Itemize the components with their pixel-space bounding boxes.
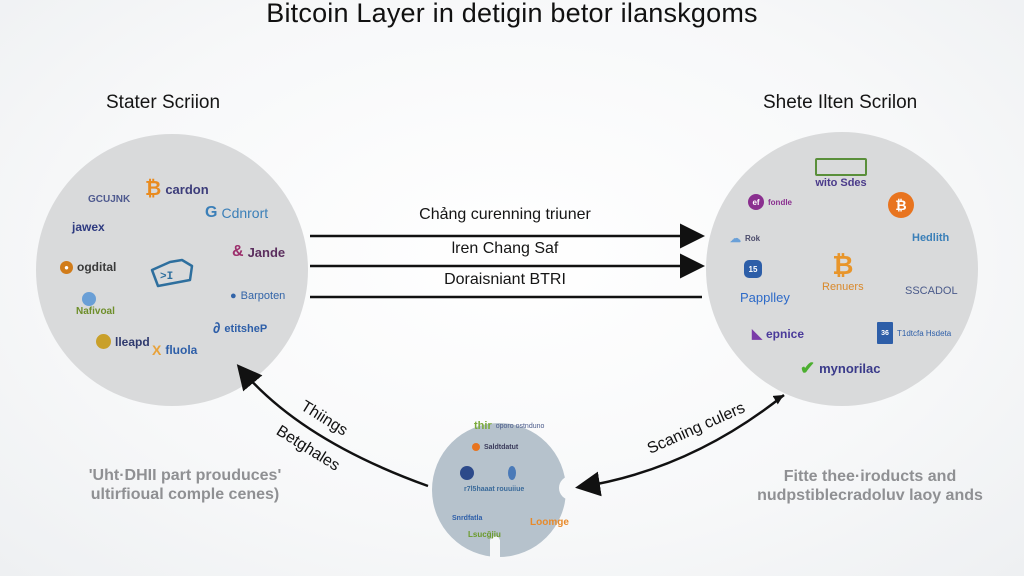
building-icon xyxy=(815,158,867,176)
flow-label-3: Doraisniant BTRI xyxy=(444,271,566,288)
left-ecosystem-circle xyxy=(36,134,308,406)
globe-icon xyxy=(82,292,96,306)
logo-rok: ☁ Rok xyxy=(730,233,761,245)
logo-hedlith: Hedlith xyxy=(912,232,950,244)
bitcoin-icon: ₿ xyxy=(888,192,914,218)
puzzle-logo-thir: thir oporo ostnduno xyxy=(474,420,545,432)
coin-icon: ● xyxy=(60,260,73,274)
logo-wito-sdes: wito Sdes xyxy=(815,158,867,189)
logo-epnice: ◣ epnice xyxy=(752,326,805,341)
right-caption: Fitte thee·iroducts and nudpstiblecradol… xyxy=(757,468,983,504)
logo-lleapd: lleapd xyxy=(96,334,150,349)
swirl-icon: & xyxy=(232,243,244,260)
bitcoin-icon: ₿ xyxy=(832,250,854,280)
logo-cdnrort: G Cdnrort xyxy=(205,204,269,221)
logo-fondle: ef fondle xyxy=(748,194,792,210)
bottle-icon xyxy=(508,466,516,480)
puzzle-logo-r7l5haaat: r7l5haaat rouuiiue xyxy=(464,486,525,493)
logo-gcujnk: GCUJNK xyxy=(88,194,131,205)
logo-nafivoal: Nafivoal xyxy=(76,292,115,317)
checkmark-icon: ✔ xyxy=(800,358,816,378)
bitcoin-icon: ₿ xyxy=(145,178,162,200)
page-title: Bitcoin Layer in detigin betor ilanskgom… xyxy=(266,0,758,28)
puzzle-logo-lsucgjiu: Lsucğjiu xyxy=(468,530,501,539)
robot-face-icon: >I xyxy=(148,252,198,297)
logo-t1dtcfa: 36 T1dtcfa Hsdeta xyxy=(877,322,951,344)
left-section-title: Stater Scriion xyxy=(106,92,221,113)
logo-ogdital: ● ogdital xyxy=(60,260,116,274)
logo-sscadol: SSCADOL xyxy=(905,285,958,297)
flow-label-1: Chảng curenning triuner xyxy=(419,206,591,223)
logo-mynorilac: ✔ mynorilac xyxy=(800,358,881,378)
svg-text:>I: >I xyxy=(160,271,173,283)
wave-icon: ∂ xyxy=(213,320,221,337)
puzzle-logo-snrdfatla: Snrdfatla xyxy=(452,515,483,522)
ef-badge-icon: ef xyxy=(748,194,764,210)
orange-dot-icon xyxy=(472,443,480,451)
left-caption: 'Uht·DHII part prouduces' ultirfioual co… xyxy=(88,467,282,503)
logo-jawex: jawex xyxy=(72,220,105,234)
cloud-icon: ☁ xyxy=(730,233,741,245)
tool-icon: X xyxy=(152,342,162,358)
bird-icon: ◣ xyxy=(752,326,762,341)
book-icon: 36 xyxy=(877,322,893,344)
location-pin-icon: ● xyxy=(230,290,237,302)
puzzle-logo-loomge: Loomge xyxy=(530,517,569,528)
logo-etitshep: ∂ etitsheP xyxy=(213,320,268,337)
logo-fluola: X fluola xyxy=(152,342,198,358)
right-curved-arrow xyxy=(575,394,785,497)
logo-barpoten: ● Barpoten xyxy=(230,290,286,302)
flow-label-2: lren Chang Saf xyxy=(451,240,559,257)
shield-icon: 15 xyxy=(744,260,762,278)
puzzle-logo-saldtdatut: Saldtdatut xyxy=(472,443,518,451)
helmet-icon xyxy=(460,466,474,480)
c-swirl-icon: G xyxy=(205,204,218,221)
logo-cardon: ₿ cardon xyxy=(145,178,209,200)
left-curved-arrow xyxy=(236,364,429,488)
right-section-title: Shete Ilten Scrilon xyxy=(763,92,918,113)
logo-papplley: Papplley xyxy=(740,290,790,305)
logo-renuers: ₿ Renuers xyxy=(822,250,864,293)
sun-icon xyxy=(96,334,111,349)
logo-jande: & Jande xyxy=(232,243,286,260)
